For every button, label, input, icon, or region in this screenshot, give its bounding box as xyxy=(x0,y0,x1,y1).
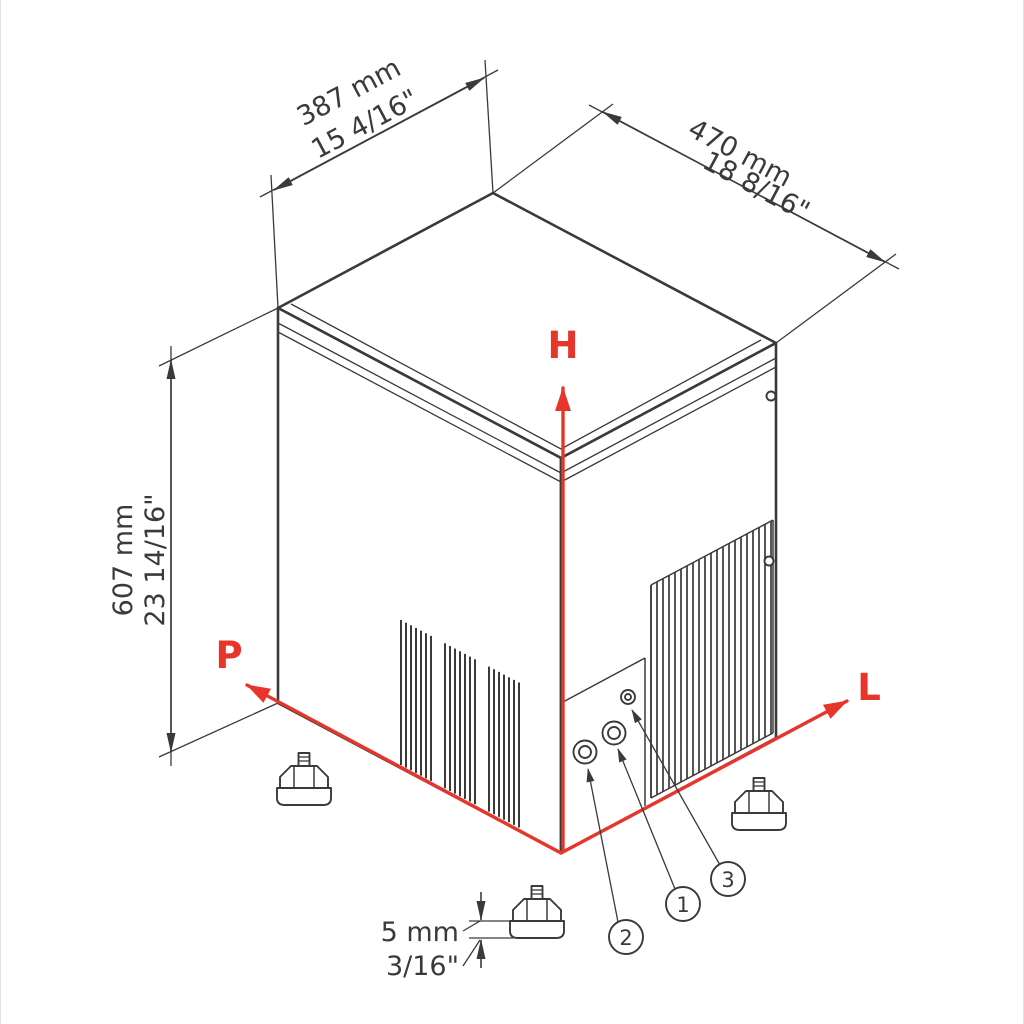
foot-left xyxy=(276,752,332,806)
ice-maker-outline xyxy=(276,191,787,939)
callouts: 2 1 3 xyxy=(586,709,746,955)
screw-bottom xyxy=(763,555,775,567)
grille-border xyxy=(650,519,774,799)
callout-1-label: 1 xyxy=(676,893,689,917)
callout-2-circle xyxy=(608,919,644,955)
side-screw-details xyxy=(763,390,777,567)
foot-dim-inch-label: 3/16" xyxy=(386,951,459,982)
foot-dim-mm-label: 5 mm xyxy=(381,917,459,948)
callout-1-leader xyxy=(617,748,676,890)
callout-2-label: 2 xyxy=(619,926,632,950)
axis-p-label: P xyxy=(215,634,242,677)
height-dim-inch-label: 23 14/16" xyxy=(140,493,171,626)
connection-panel xyxy=(562,657,646,806)
screw-top xyxy=(765,390,777,402)
callout-3-circle xyxy=(710,861,746,897)
foot-dimension: 5 mm 3/16" xyxy=(381,892,513,982)
callout-3-label: 3 xyxy=(721,868,734,892)
axis-l-label: L xyxy=(857,666,881,709)
foot-right xyxy=(731,777,787,831)
condenser-grille xyxy=(650,519,774,799)
callout-3-leader xyxy=(631,709,721,866)
axis-h-label: H xyxy=(548,324,579,367)
axis-l-arrow xyxy=(559,699,849,855)
callout-2-leader xyxy=(586,768,619,923)
foot-front xyxy=(509,885,565,939)
reference-axes: H P L xyxy=(215,324,881,855)
lid-rim-lines xyxy=(277,303,777,483)
callout-1-circle xyxy=(665,886,701,922)
vent-slats xyxy=(400,620,520,828)
axis-p-arrow xyxy=(245,683,563,855)
height-dimension: 607 mm 23 14/16" xyxy=(108,307,279,766)
height-dim-mm-label: 607 mm xyxy=(108,504,139,617)
